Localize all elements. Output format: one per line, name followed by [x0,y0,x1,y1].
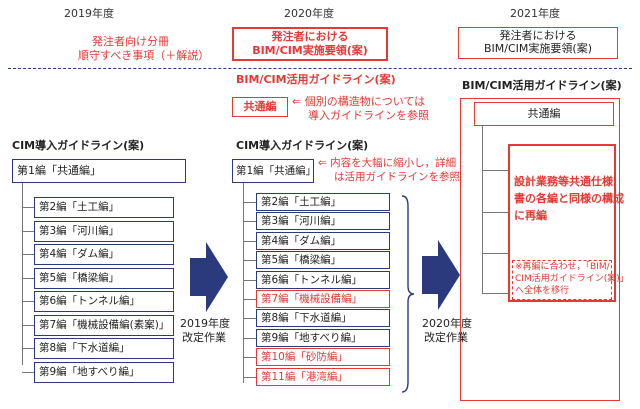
2019-tree-branch [22,324,34,326]
2021-restructure-line1: 設計業務等共通仕様 [514,175,613,188]
2019-part-item: 第8編「下水道編」 [34,338,174,359]
2020-bim-title: BIM/CIM活用ガイドライン(案) [236,73,396,86]
2020-tree-branch [243,299,256,300]
2019-tree-branch [22,230,34,232]
2019-tree-branch [22,371,34,373]
2020-tree-branch [243,240,256,242]
year-2020: 2020年度 [284,7,334,20]
2020-tree-branch [243,221,256,223]
2020-common-box: 共通編 [232,97,288,117]
2020-cim-title: CIM導入ガイドライン(案) [236,139,369,152]
year-2021: 2021年度 [510,7,560,20]
arrow1-label-line2: 改定作業 [182,331,226,344]
2020-part1-label: 第1編「共通編」 [236,165,317,177]
2019-part1-label: 第1編「共通編」 [17,164,101,177]
2019-tree-branch [22,207,34,208]
2020-part-item: 第2編「土工編」 [256,193,390,211]
2021-tree-branch-2 [482,212,508,213]
2021-restructure-line2: 書の各編と同様の構成 [514,192,624,205]
2020-tree-branch [243,279,256,281]
year-2019: 2019年度 [64,7,114,20]
2021-common-label: 共通編 [527,107,561,120]
2019-part-item: 第5編「橋梁編」 [34,267,174,289]
2021-restructure-box: 設計業務等共通仕様 書の各編と同様の構成 に再編 ※再編に合わせ，「BIM/ C… [508,144,629,302]
2021-impl-line1: 発注者における [499,29,577,42]
2020-tree-vertical [243,183,244,383]
2019-part-item: 第2編「土工編」 [34,197,174,218]
2019-part-item: 第6編「トンネル編」 [34,291,174,312]
2020-common-note-line1: ⇐ 個別の構造物については [292,95,426,108]
2021-note-line2: CIM活用ガイドライン(案)」 [515,274,629,284]
2020-part-item: 第4編「ダム編」 [256,231,390,250]
2020-common-label: 共通編 [243,100,277,113]
2019-tree-branch [22,348,34,349]
2021-tree-branch-1 [482,170,508,171]
2020-part1-note-line1: ⇐ 内容を大幅に縮小し，詳細 [318,157,457,169]
2019-tree-branch [22,277,34,279]
2020-tree-branch [243,357,256,359]
2020-part-item: 第9編「地すべり編」 [256,328,390,347]
2020-common-note-line2: 導入ガイドラインを参照 [308,109,429,122]
2020-impl-line1: 発注者における [271,30,349,43]
2020-part1-note-line2: は活用ガイドラインを参照 [334,171,460,183]
2019-part-item: 第3編「河川編」 [34,220,174,242]
2019-part-item: 第4編「ダム編」 [34,244,174,265]
2020-tree-branch [243,337,256,339]
2019-tree-branch [22,301,34,302]
2021-bim-title: BIM/CIM活用ガイドライン(案) [462,79,622,92]
2021-note-line3: へ全体を移行 [515,286,570,296]
2020-part-item: 第8編「下水道編」 [256,309,390,328]
2021-tree-branch-3 [482,253,508,254]
2019-cim-title: CIM導入ガイドライン(案) [12,139,145,152]
2021-tree-branch-4 [482,293,508,294]
2020-impl-line2: BIM/CIM実施要領(案) [252,44,368,57]
arrow2-label-line1: 2020年度 [422,317,472,330]
2021-restructure-line3: に再編 [514,209,547,222]
2020-implementation-box: 発注者における BIM/CIM実施要領(案) [232,27,388,61]
arrow-2019-to-2020 [190,242,228,312]
separator-line [8,68,632,69]
2019-note-line1: 発注者向け分冊 [92,35,169,48]
arrow1-label-line1: 2019年度 [180,317,230,330]
2019-part-item: 第9編「地すべり編」 [34,361,174,383]
arrow2-label-line2: 改定作業 [424,331,468,344]
2020-part-item-new: 第10編「砂防編」 [256,348,390,367]
arrow-2020-to-2021 [422,240,460,310]
2021-implementation-box: 発注者における BIM/CIM実施要領(案) [458,27,618,59]
2021-note-line1: ※再編に合わせ，「BIM/ [515,262,610,272]
2021-impl-line2: BIM/CIM実施要領(案) [484,42,592,55]
2020-part-item: 第3編「河川編」 [256,212,390,231]
2021-migration-note-box: ※再編に合わせ，「BIM/ CIM活用ガイドライン(案)」 へ全体を移行 [512,260,629,300]
2020-part-item: 第5編「橋梁編」 [256,251,390,270]
2021-common-box: 共通編 [474,102,614,126]
2020-tree-branch [243,260,256,262]
2019-tree-vertical [22,183,23,365]
2020-bracket [401,195,415,393]
2019-part-item: 第7編「機械設備編(素案)」 [34,314,174,336]
2021-tree-vertical [482,126,483,294]
2019-part1-box: 第1編「共通編」 [12,159,186,183]
2020-part-item-new: 第7編「機械設備編」 [256,290,390,308]
2020-tree-branch [243,376,256,378]
2019-tree-branch [22,254,34,255]
2020-part-item-new: 第11編「港湾編」 [256,367,390,386]
2021-outer-box [460,98,620,401]
2020-part1-box: 第1編「共通編」 [232,159,317,183]
2020-tree-branch [243,202,256,203]
2019-note-line2: 順守すべき事項（＋解説） [78,49,210,62]
2020-part-item: 第6編「トンネル編」 [256,270,390,289]
2020-tree-branch [243,318,256,320]
